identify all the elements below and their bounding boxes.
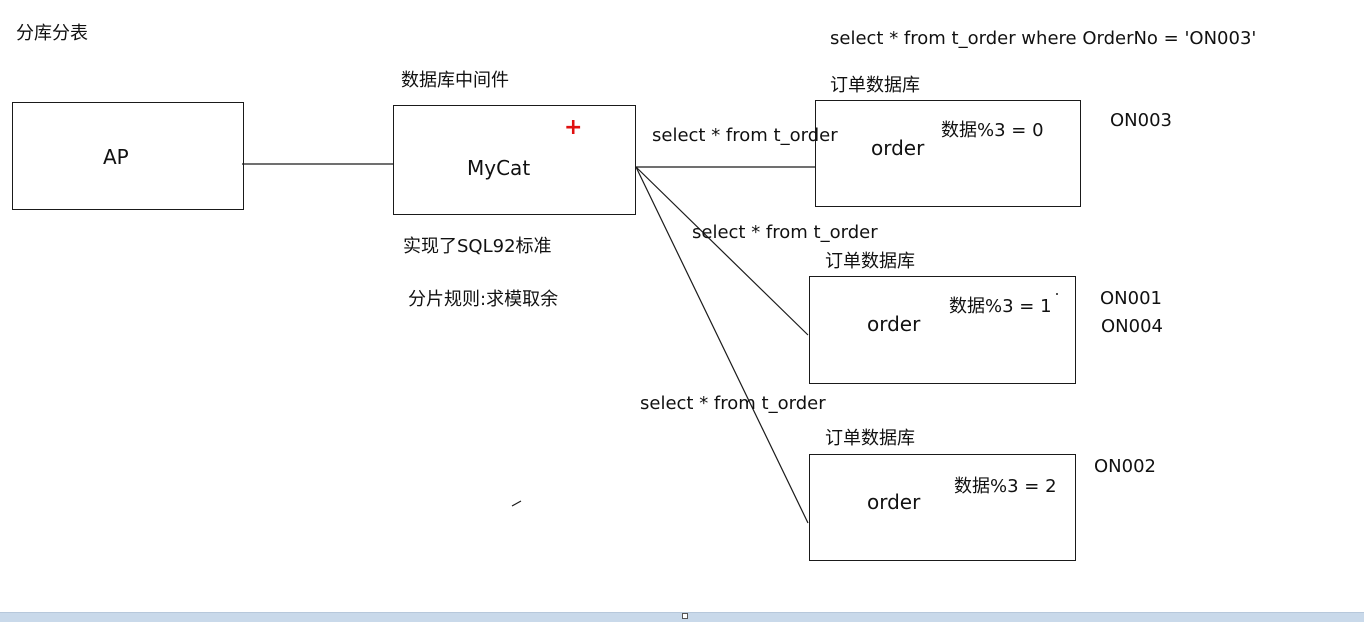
mycat-box: MyCat — [393, 105, 636, 215]
db2-box: order 数据%3 = 1 — [809, 276, 1076, 384]
top-query: select * from t_order where OrderNo = 'O… — [830, 28, 1257, 49]
db3-rule-label: 数据%3 = 2 — [954, 476, 1057, 497]
cursor-plus-icon: + — [564, 115, 583, 140]
db3-record-0: ON002 — [1094, 456, 1156, 477]
connector-mycat-db2 — [635, 166, 809, 336]
db1-box: order 数据%3 = 0 — [815, 100, 1081, 207]
db1-query: select * from t_order — [652, 125, 838, 146]
db3-heading: 订单数据库 — [825, 428, 915, 449]
db3-box: order 数据%3 = 2 — [809, 454, 1076, 561]
db2-heading: 订单数据库 — [825, 251, 915, 272]
middleware-heading: 数据库中间件 — [401, 70, 509, 91]
ap-label: AP — [103, 145, 129, 169]
db3-query: select * from t_order — [640, 393, 826, 414]
db3-table-label: order — [867, 490, 921, 514]
connector-mycat-db3 — [635, 166, 809, 524]
db2-query: select * from t_order — [692, 222, 878, 243]
mycat-label: MyCat — [467, 156, 531, 180]
middleware-note-sql92: 实现了SQL92标准 — [403, 236, 552, 257]
stray-stroke — [511, 500, 522, 507]
db2-rule-label: 数据%3 = 1 — [949, 296, 1052, 317]
ap-box: AP — [12, 102, 244, 210]
db2-record-0: ON001 — [1100, 288, 1162, 309]
db1-table-label: order — [871, 136, 925, 160]
page-title: 分库分表 — [16, 23, 88, 44]
db1-rule-label: 数据%3 = 0 — [941, 120, 1044, 141]
stray-dot — [1056, 293, 1058, 295]
middleware-note-sharding-rule: 分片规则:求模取余 — [408, 289, 559, 310]
db2-record-1: ON004 — [1101, 316, 1163, 337]
db1-heading: 订单数据库 — [830, 75, 920, 96]
db1-record-0: ON003 — [1110, 110, 1172, 131]
db2-table-label: order — [867, 312, 921, 336]
resize-handle-icon[interactable] — [682, 613, 688, 619]
